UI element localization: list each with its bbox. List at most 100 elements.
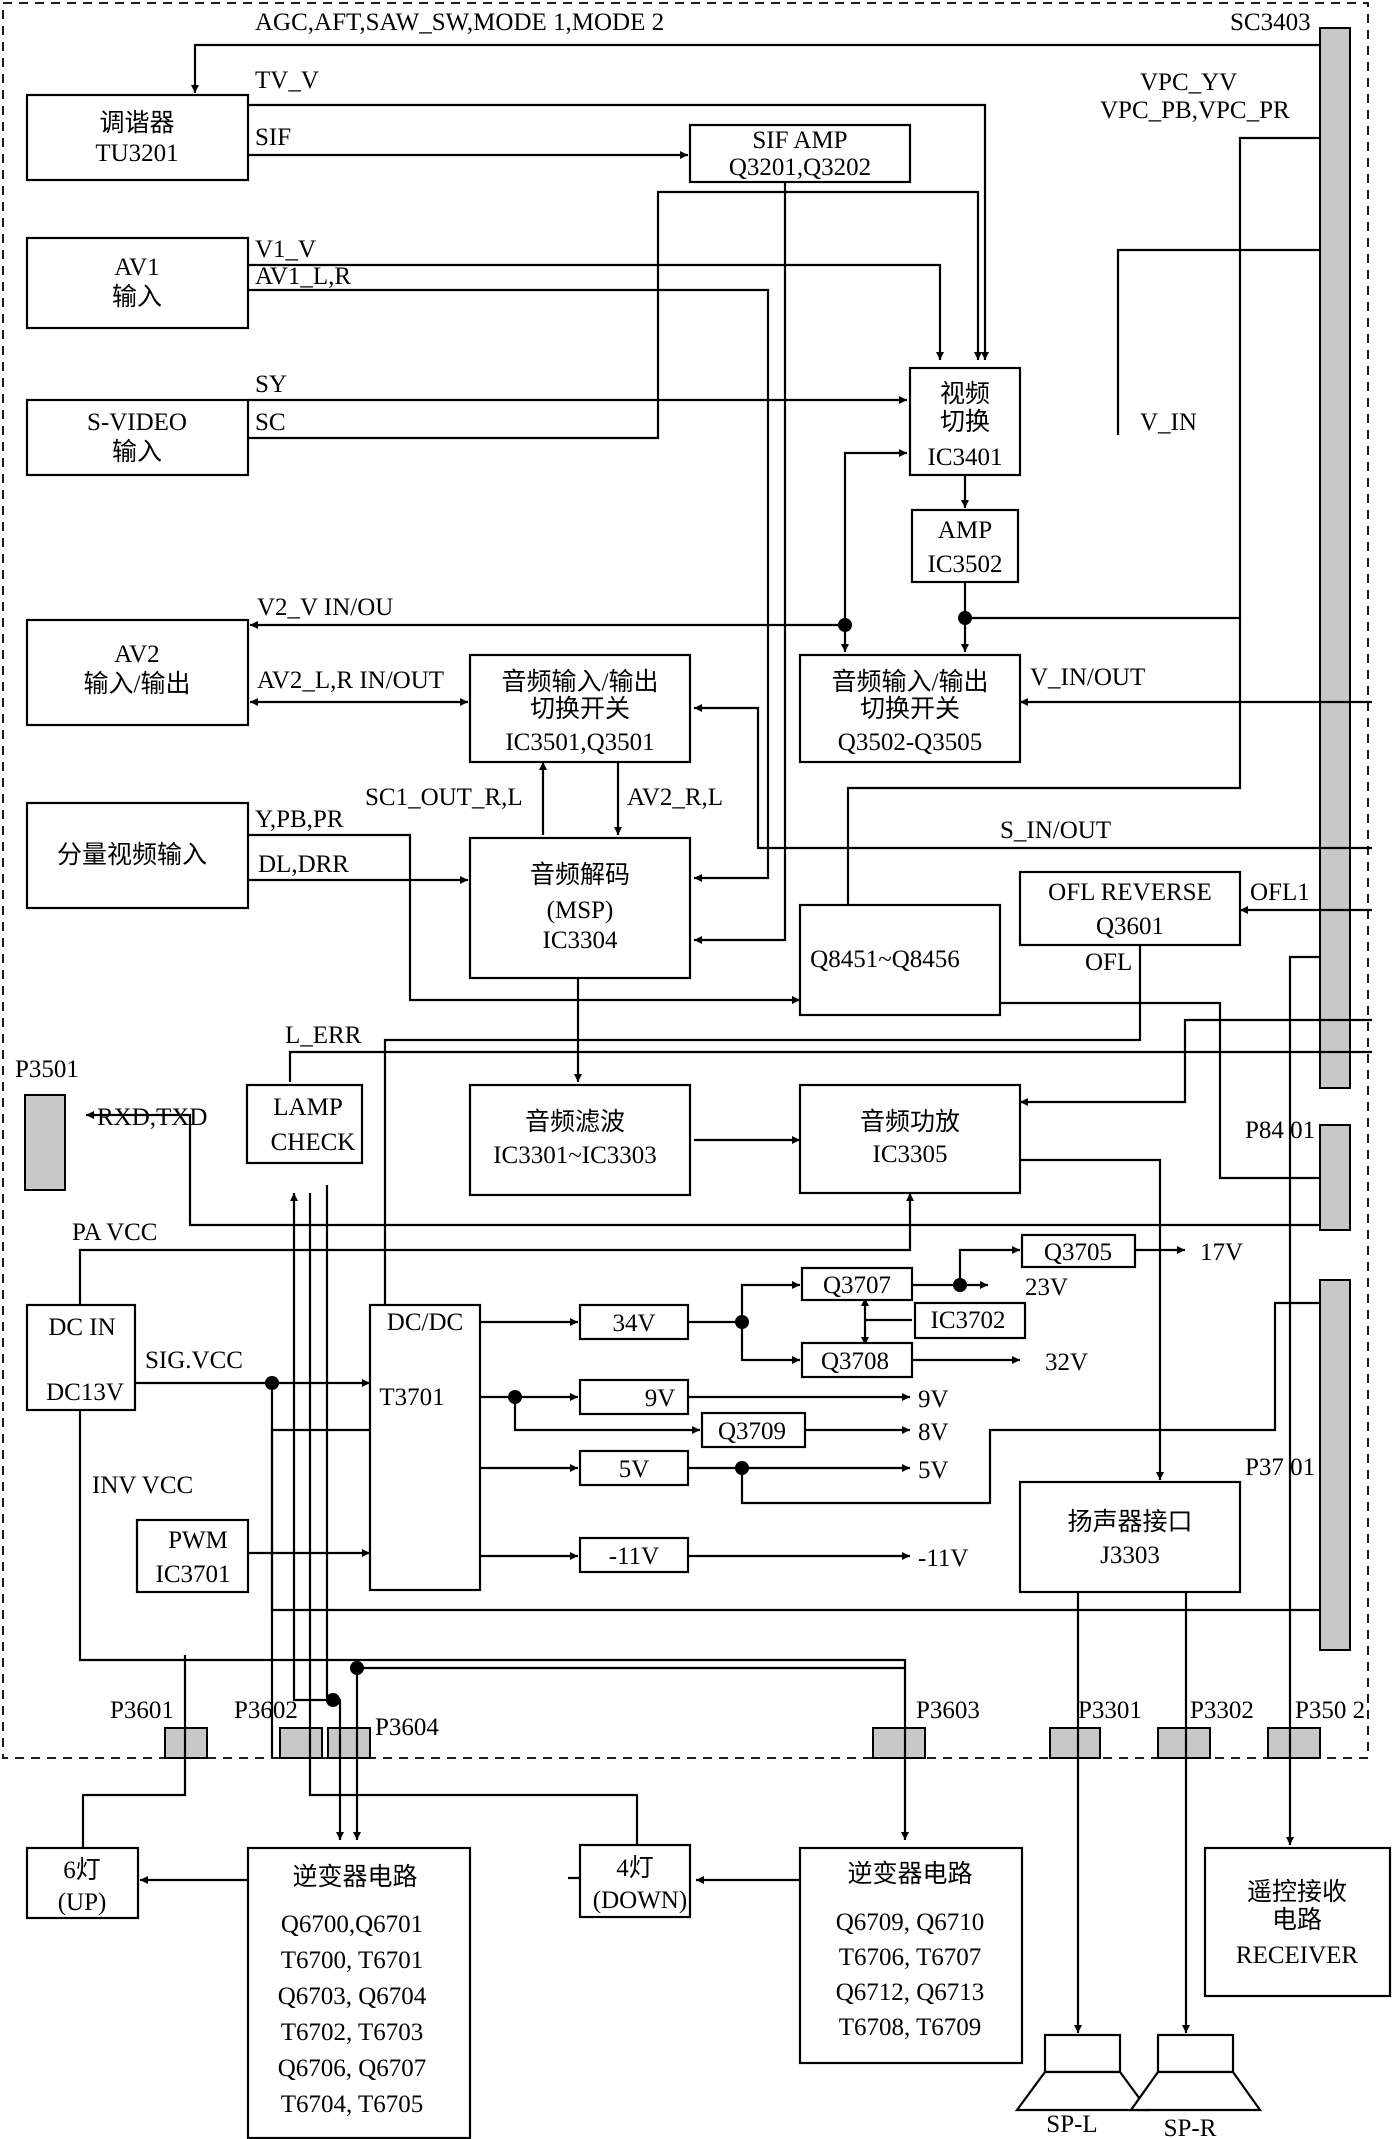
dc-in-title: DC IN <box>48 1314 115 1341</box>
svg-text:(MSP): (MSP) <box>547 897 614 924</box>
svg-text:IC3502: IC3502 <box>928 551 1003 578</box>
svg-text:Q3707: Q3707 <box>823 1272 891 1299</box>
svg-text:输入: 输入 <box>112 438 162 466</box>
svg-text:P3601: P3601 <box>110 1697 174 1724</box>
svg-text:SIF AMP: SIF AMP <box>752 127 847 154</box>
svg-text:9V: 9V <box>918 1386 949 1413</box>
svg-text:扬声器接口: 扬声器接口 <box>1067 1508 1192 1536</box>
audio-switch1-id: IC3501,Q3501 <box>505 729 654 756</box>
speaker-left-icon <box>1014 2033 1151 2112</box>
receiver-sub: 电路 <box>1272 1906 1322 1934</box>
svg-text:DC13V: DC13V <box>46 1379 124 1406</box>
speaker-right-label: SP-R <box>1164 2115 1217 2139</box>
svideo-block: S-VIDEO 输入 <box>25 398 250 477</box>
svg-text:DC/DC: DC/DC <box>387 1309 463 1336</box>
svg-text:P3302: P3302 <box>1190 1697 1254 1724</box>
svg-text:23V: 23V <box>1025 1274 1068 1301</box>
svg-text:AMP: AMP <box>938 517 992 544</box>
svg-text:SC1_OUT_R,L: SC1_OUT_R,L <box>365 784 523 811</box>
sig-l-err: L_ERR <box>285 1022 362 1049</box>
v34-label: 34V <box>612 1310 655 1337</box>
svg-text:V2_V IN/OU: V2_V IN/OU <box>257 594 393 621</box>
v34-block: 34V <box>578 1303 690 1341</box>
svg-text:SY: SY <box>255 371 287 398</box>
lamp-check-block: LAMP CHECK <box>245 1083 364 1165</box>
signal-labels: AGC,AFT,SAW_SW,MODE 1,MODE 2 TV_V SIF V1… <box>72 9 1310 1572</box>
lamp-check-sub: CHECK <box>271 1129 356 1156</box>
sig-sy: SY <box>255 371 287 398</box>
inverter2-line1: Q6709, Q6710 <box>836 1909 985 1936</box>
svg-text:AV2_R,L: AV2_R,L <box>627 784 723 811</box>
svg-text:Q3705: Q3705 <box>1044 1239 1112 1266</box>
lamp6-sub: (UP) <box>58 1889 107 1916</box>
lamp4-title: 4灯 <box>616 1854 654 1882</box>
lamp-check-title: LAMP <box>273 1094 342 1121</box>
connector-labels: SC3403 P3501 P84 01 P37 01 P3601 P3602 P… <box>15 9 1365 1741</box>
svg-text:T6704, T6705: T6704, T6705 <box>281 2091 424 2118</box>
svg-text:Q6700,Q6701: Q6700,Q6701 <box>281 1911 423 1938</box>
v5-label: 5V <box>619 1456 650 1483</box>
svg-text:T6706, T6707: T6706, T6707 <box>839 1944 982 1971</box>
svg-text:RECEIVER: RECEIVER <box>1236 1942 1359 1969</box>
svideo-title: S-VIDEO <box>87 409 187 436</box>
video-switch-sub: 切换 <box>940 408 990 436</box>
sig-av2-lr: AV2_L,R IN/OUT <box>257 667 444 694</box>
inverter2-line3: Q6712, Q6713 <box>836 1979 985 2006</box>
svg-text:5V: 5V <box>918 1457 949 1484</box>
speaker-right-icon <box>1128 2033 1263 2112</box>
amp-block: AMP IC3502 <box>910 508 1020 584</box>
v5-block: 5V <box>578 1449 690 1487</box>
av2-sub: 输入/输出 <box>84 670 191 698</box>
sig-v2-v: V2_V IN/OU <box>257 594 393 621</box>
speaker-left-label: SP-L <box>1046 2111 1097 2138</box>
receiver-id: RECEIVER <box>1236 1942 1359 1969</box>
svg-text:V1_V: V1_V <box>255 236 316 263</box>
sig-top-bus: AGC,AFT,SAW_SW,MODE 1,MODE 2 <box>255 9 664 36</box>
svg-text:(DOWN): (DOWN) <box>593 1887 687 1914</box>
svg-text:P3602: P3602 <box>234 1697 298 1724</box>
vm11-block: -11V <box>578 1536 690 1574</box>
v9-label: 9V <box>645 1385 676 1412</box>
svg-text:AV2_L,R IN/OUT: AV2_L,R IN/OUT <box>257 667 444 694</box>
out-8v: 8V <box>918 1419 949 1446</box>
component-title: 分量视频输入 <box>57 841 207 869</box>
out-32v: 32V <box>1045 1349 1088 1376</box>
sig-rxd-txd: RXD,TXD <box>97 1104 207 1131</box>
dcdc-block: DC/DC T3701 <box>368 1303 482 1592</box>
q3707-block: Q3707 <box>800 1266 914 1302</box>
video-switch-block: 视频 切换 IC3401 <box>908 366 1022 477</box>
svg-text:AV2: AV2 <box>114 641 159 668</box>
out-m11v: -11V <box>918 1545 968 1572</box>
q3705-block: Q3705 <box>1020 1233 1137 1269</box>
svg-text:SP-R: SP-R <box>1164 2115 1217 2139</box>
dcdc-id: T3701 <box>379 1384 444 1411</box>
q3707-id: Q3707 <box>823 1272 891 1299</box>
label-p3301: P3301 <box>1078 1697 1142 1724</box>
svg-text:SC: SC <box>255 409 286 436</box>
q3705-id: Q3705 <box>1044 1239 1112 1266</box>
svg-text:9V: 9V <box>645 1385 676 1412</box>
svg-text:Q3708: Q3708 <box>821 1348 889 1375</box>
label-p3602: P3602 <box>234 1697 298 1724</box>
label-p8401: P84 01 <box>1245 1117 1315 1144</box>
label-sc3403: SC3403 <box>1230 9 1311 36</box>
audio-switch1-sub: 切换开关 <box>530 695 630 723</box>
svg-text:分量视频输入: 分量视频输入 <box>57 841 207 869</box>
av2-block: AV2 输入/输出 <box>25 618 250 727</box>
svg-text:-11V: -11V <box>918 1545 968 1572</box>
svg-text:OFL1: OFL1 <box>1250 879 1310 906</box>
label-p3604: P3604 <box>375 1714 439 1741</box>
svg-text:VPC_YV: VPC_YV <box>1140 69 1237 96</box>
svg-text:L_ERR: L_ERR <box>285 1022 362 1049</box>
svideo-sub: 输入 <box>112 438 162 466</box>
av2-title: AV2 <box>114 641 159 668</box>
svg-text:TU3201: TU3201 <box>95 140 178 167</box>
svg-text:P84 01: P84 01 <box>1245 1117 1315 1144</box>
svg-text:Q3709: Q3709 <box>718 1418 786 1445</box>
board-outline <box>2 2 1369 1759</box>
q8451-block: Q8451~Q8456 <box>798 903 1002 1017</box>
junction-dots <box>265 611 972 1707</box>
p3602-bar <box>279 1727 323 1759</box>
sig-sif: SIF <box>255 124 291 151</box>
p3604-bar <box>327 1727 371 1759</box>
